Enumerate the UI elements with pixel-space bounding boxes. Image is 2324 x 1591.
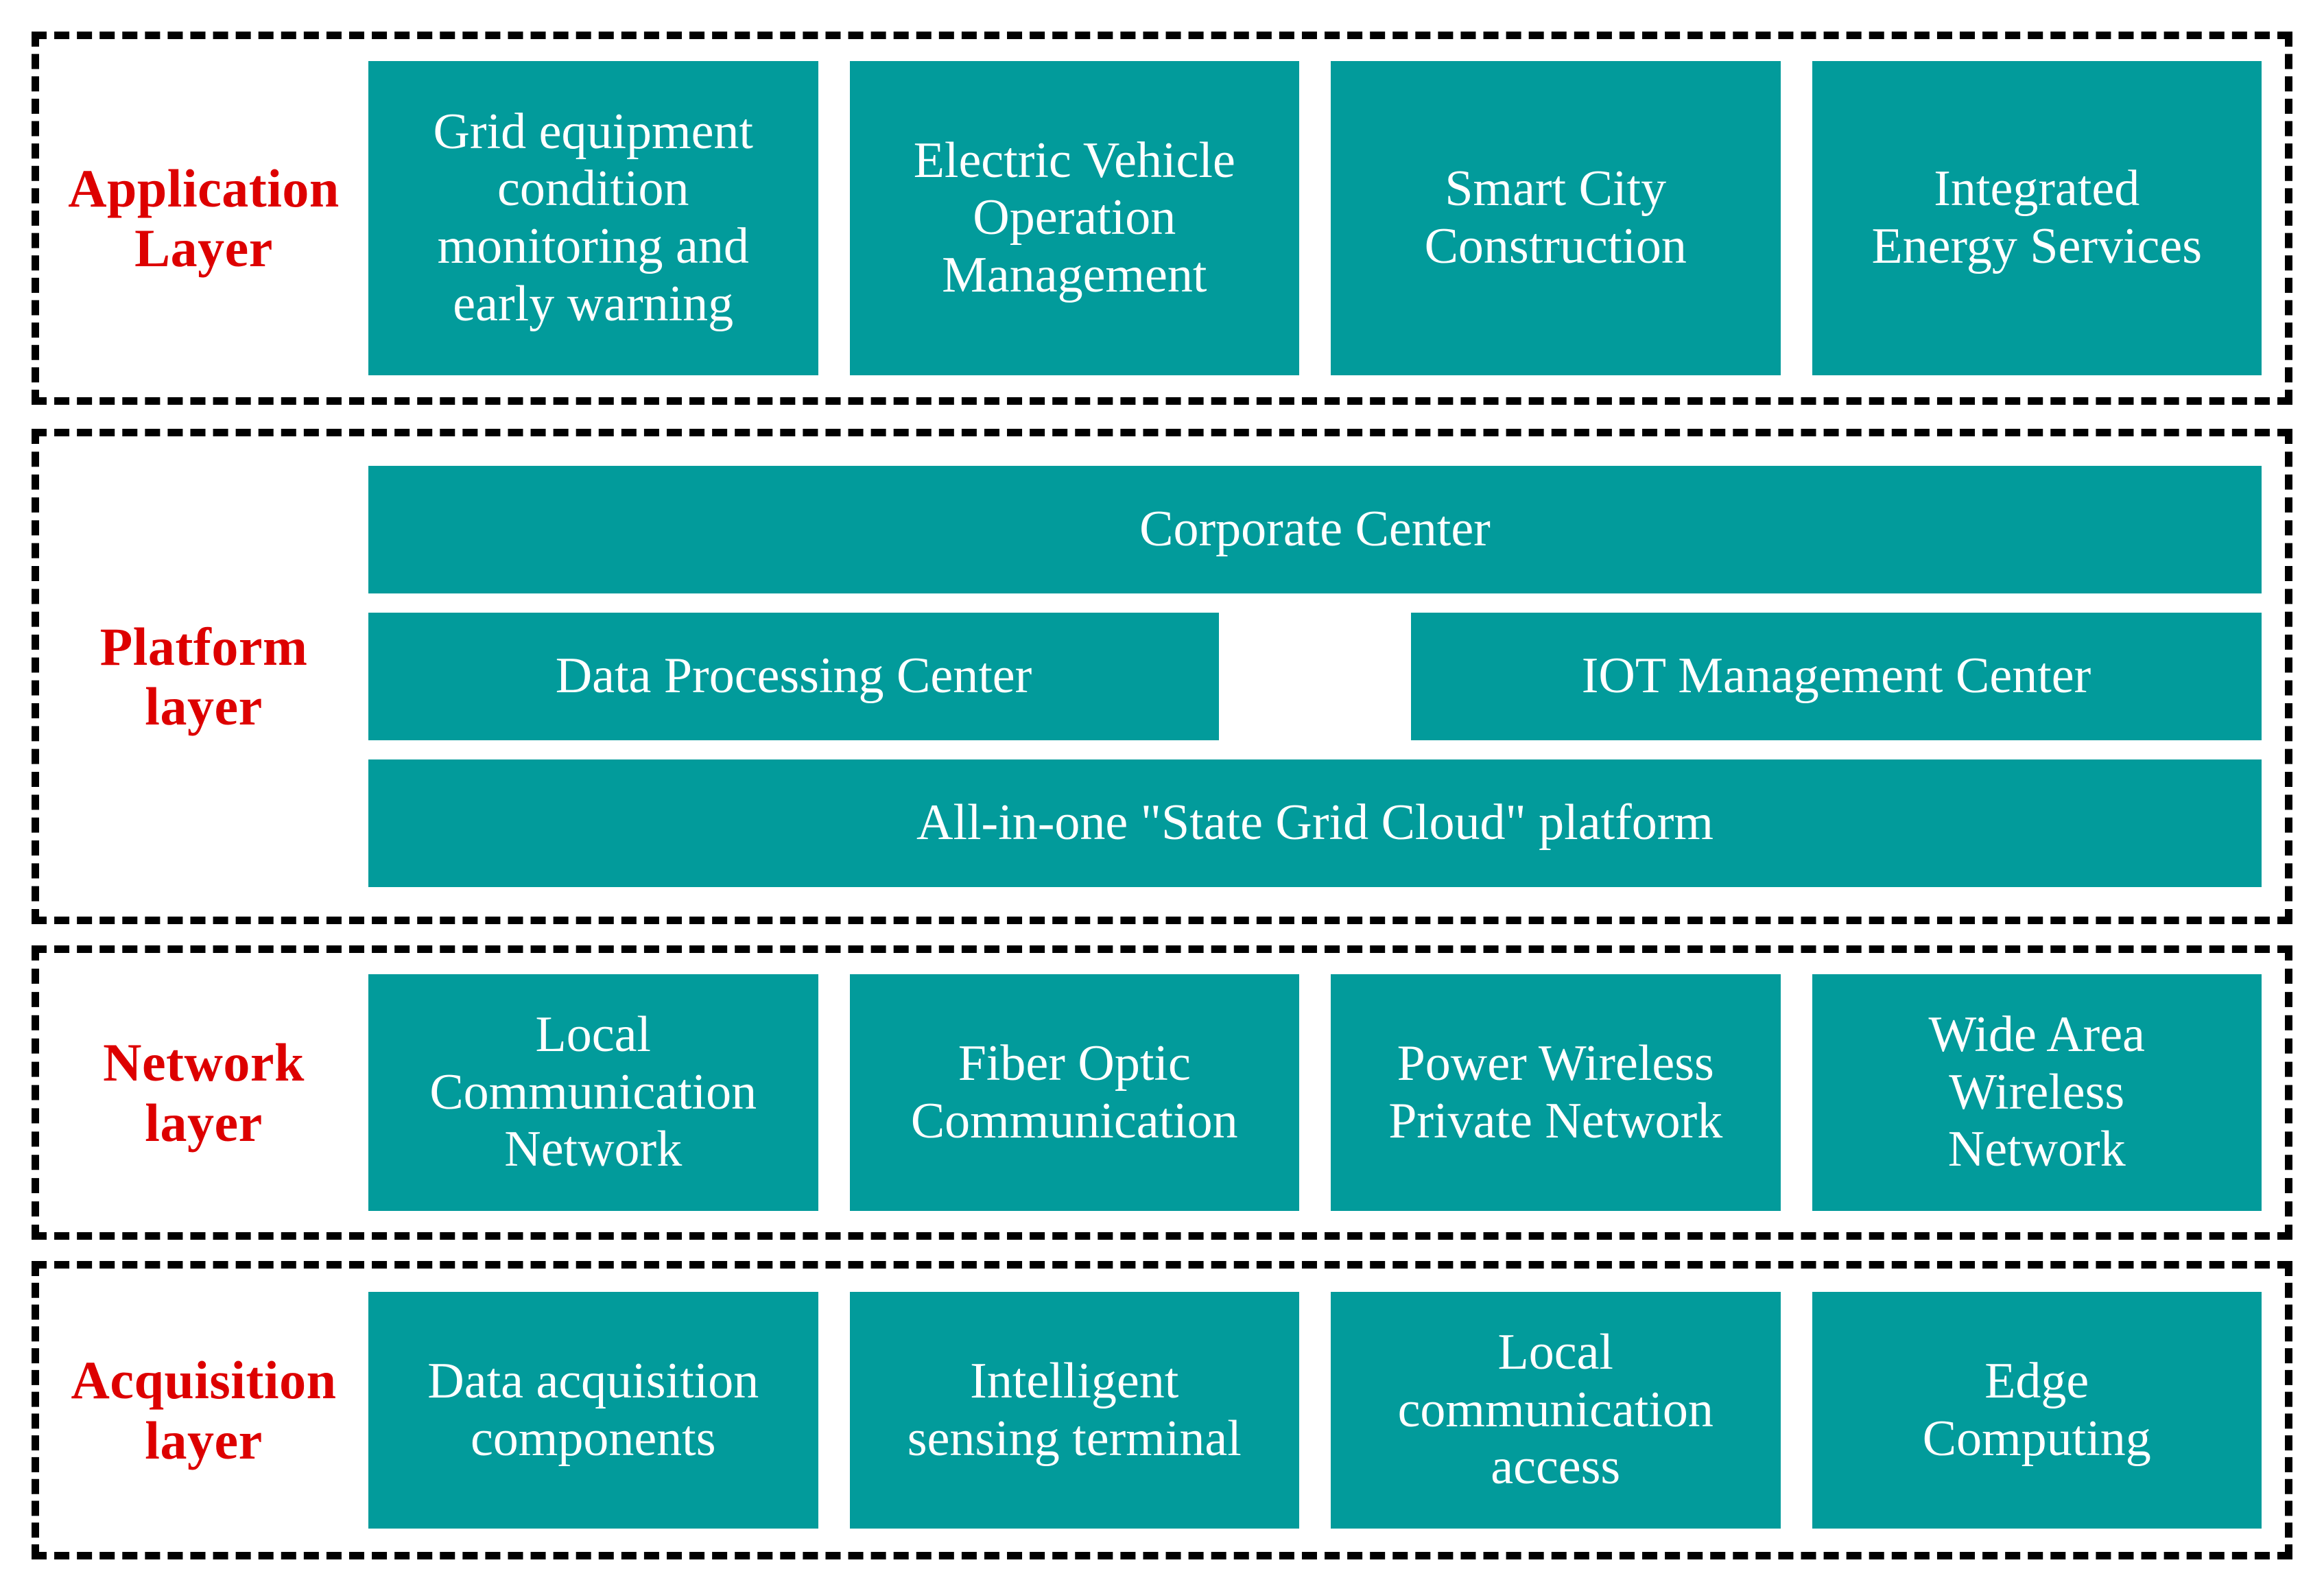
layer-tiles-platform: Corporate Center Data Processing Center … xyxy=(368,466,2285,887)
layer-tiles-acquisition: Data acquisition components Intelligent … xyxy=(368,1292,2285,1529)
tile-state-grid-cloud-platform[interactable]: All-in-one "State Grid Cloud" platform xyxy=(368,759,2262,887)
tile-wide-area-wireless-network[interactable]: Wide Area Wireless Network xyxy=(1812,974,2262,1211)
tile-data-processing-center[interactable]: Data Processing Center xyxy=(368,613,1219,740)
layer-label-acquisition: Acquisition layer xyxy=(71,1350,337,1470)
tile-corporate-center[interactable]: Corporate Center xyxy=(368,466,2262,593)
layer-application: Application Layer Grid equipment conditi… xyxy=(32,32,2292,405)
tile-smart-city-construction[interactable]: Smart City Construction xyxy=(1331,61,1781,375)
tile-local-communication-network[interactable]: Local Communication Network xyxy=(368,974,818,1211)
tile-intelligent-sensing-terminal[interactable]: Intelligent sensing terminal xyxy=(849,1292,1299,1529)
tile-fiber-optic-communication[interactable]: Fiber Optic Communication xyxy=(849,974,1299,1211)
tile-integrated-energy-services[interactable]: Integrated Energy Services xyxy=(1812,61,2262,375)
layer-label-platform: Platform layer xyxy=(99,616,308,736)
layer-acquisition: Acquisition layer Data acquisition compo… xyxy=(32,1261,2292,1559)
tile-edge-computing[interactable]: Edge Computing xyxy=(1812,1292,2262,1529)
tile-grid-equipment-condition-monitoring[interactable]: Grid equipment condition monitoring and … xyxy=(368,61,818,375)
layer-label-application: Application Layer xyxy=(68,158,340,278)
layer-label-network: Network layer xyxy=(103,1033,305,1153)
tile-iot-management-center[interactable]: IOT Management Center xyxy=(1411,613,2262,740)
platform-row-spacer xyxy=(1219,613,1411,740)
layer-tiles-application: Grid equipment condition monitoring and … xyxy=(368,61,2285,375)
layer-platform: Platform layer Corporate Center Data Pro… xyxy=(32,429,2292,924)
layer-network: Network layer Local Communication Networ… xyxy=(32,945,2292,1240)
tile-local-communication-access[interactable]: Local communication access xyxy=(1331,1292,1781,1529)
tile-electric-vehicle-operation-management[interactable]: Electric Vehicle Operation Management xyxy=(849,61,1299,375)
tile-data-acquisition-components[interactable]: Data acquisition components xyxy=(368,1292,818,1529)
platform-middle-row: Data Processing Center IOT Management Ce… xyxy=(368,613,2262,740)
layer-tiles-network: Local Communication Network Fiber Optic … xyxy=(368,974,2285,1211)
tile-power-wireless-private-network[interactable]: Power Wireless Private Network xyxy=(1331,974,1781,1211)
